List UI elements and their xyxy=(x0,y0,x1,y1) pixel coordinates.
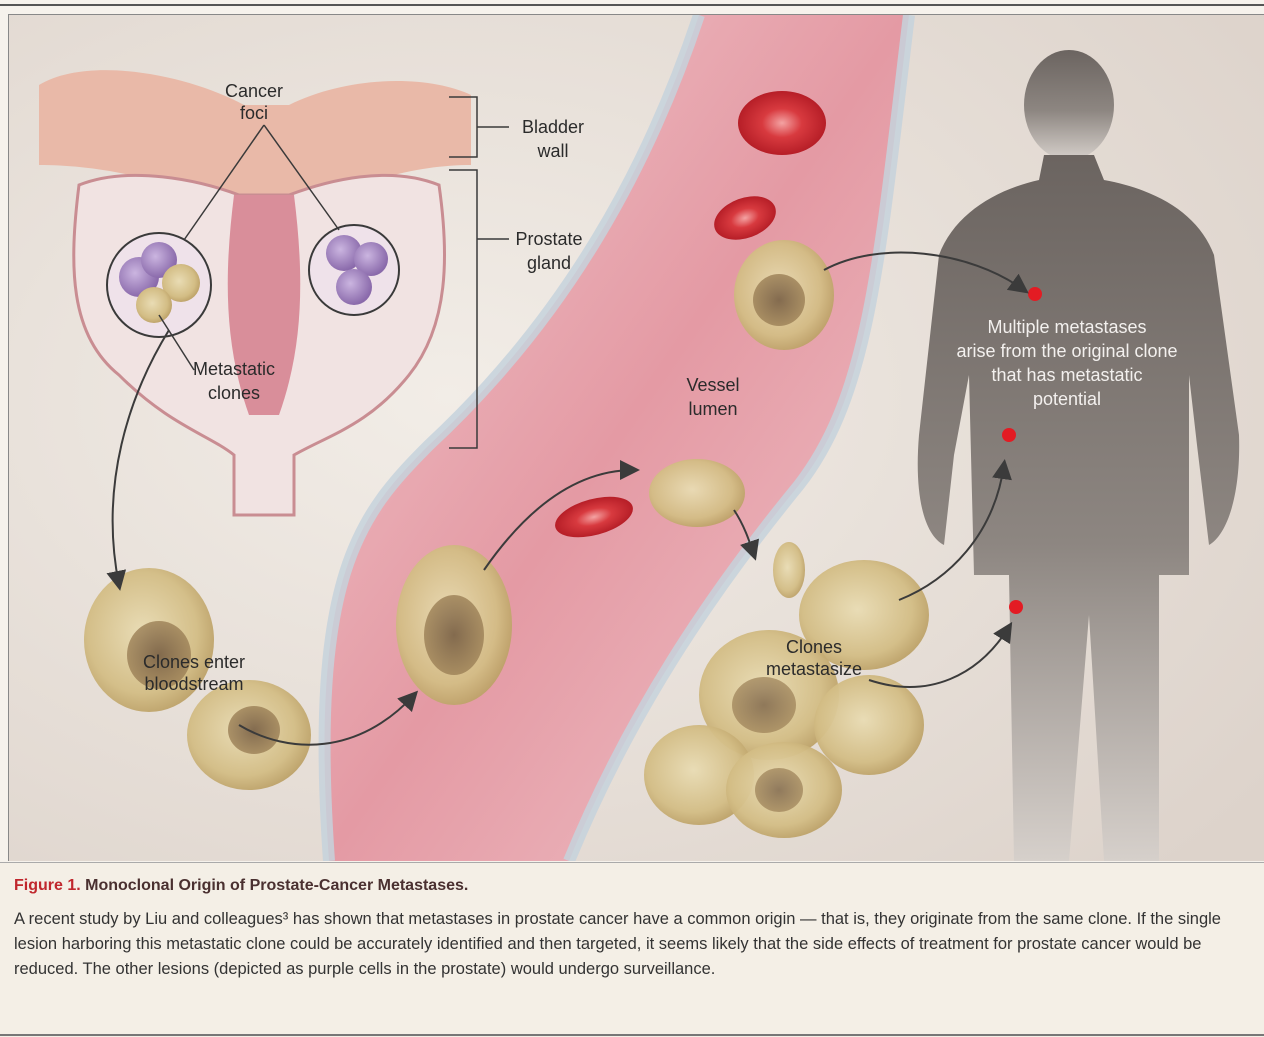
caption-title: Figure 1. Monoclonal Origin of Prostate-… xyxy=(14,877,468,895)
figure-caption: Figure 1. Monoclonal Origin of Prostate-… xyxy=(0,862,1264,1037)
caption-title-text: Monoclonal Origin of Prostate-Cancer Met… xyxy=(81,877,469,894)
top-rule xyxy=(0,4,1264,6)
figure-number: Figure 1. xyxy=(14,877,81,894)
caption-body: A recent study by Liu and colleagues³ ha… xyxy=(14,907,1244,982)
